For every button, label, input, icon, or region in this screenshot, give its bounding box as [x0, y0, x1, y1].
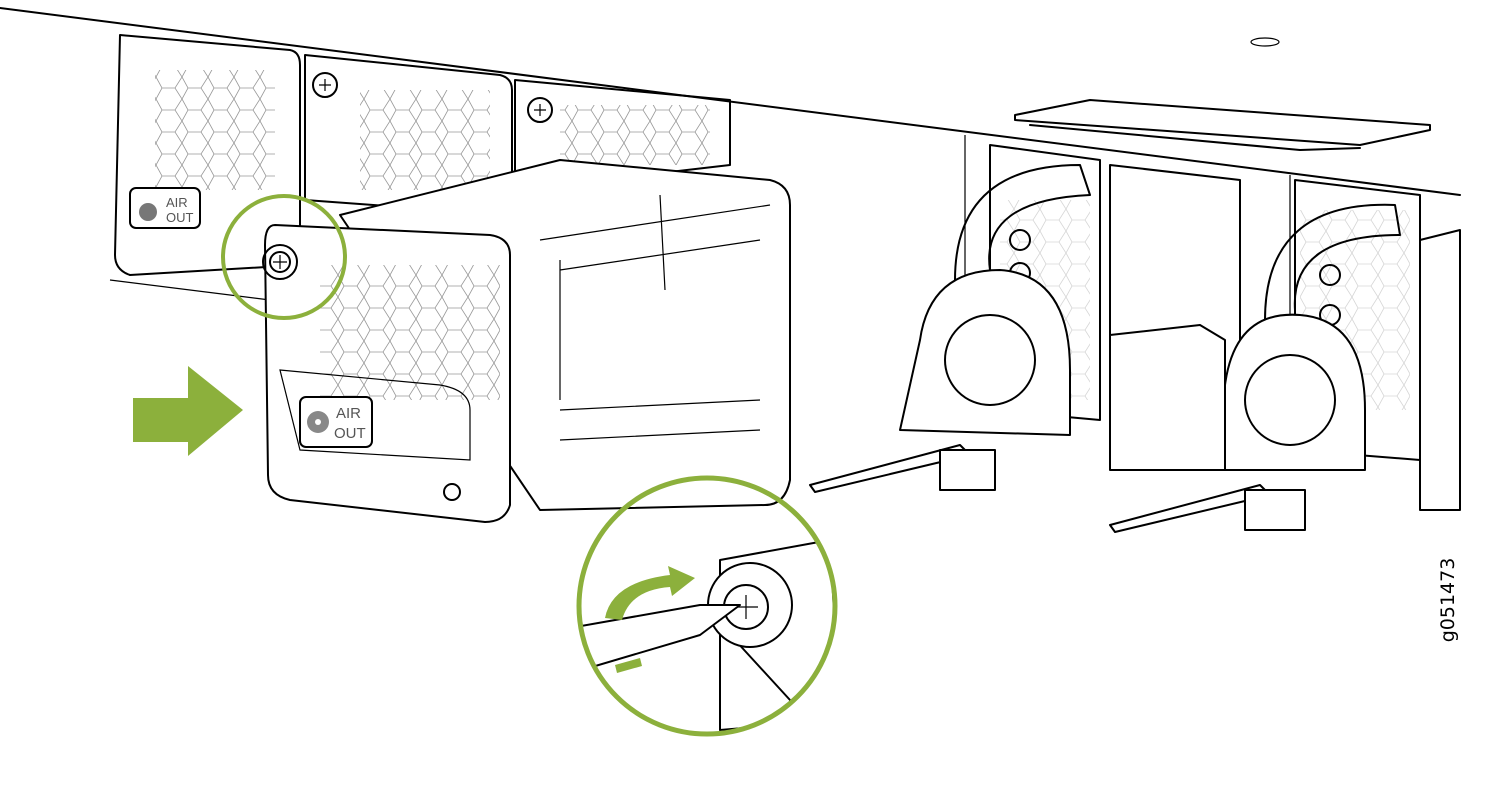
screw-detail-inset — [576, 475, 838, 737]
air-label: AIR — [336, 405, 361, 422]
fan-module: AIR OUT — [262, 159, 791, 523]
svg-text:OUT: OUT — [166, 210, 194, 225]
power-supply-area — [809, 144, 1461, 533]
rotate-clockwise-arrow — [605, 566, 695, 620]
out-label: OUT — [334, 425, 366, 442]
installed-fan-module-3 — [514, 79, 731, 191]
screwdriver — [579, 604, 741, 673]
figure-id: g051473 — [1437, 557, 1459, 643]
svg-text:AIR: AIR — [166, 195, 188, 210]
screw-callout-circle — [221, 194, 347, 320]
air-out-label — [299, 396, 373, 448]
installed-fan-module-1: AIR OUT — [114, 34, 301, 276]
fan-icon — [307, 411, 329, 433]
insert-direction-arrow — [133, 366, 243, 456]
